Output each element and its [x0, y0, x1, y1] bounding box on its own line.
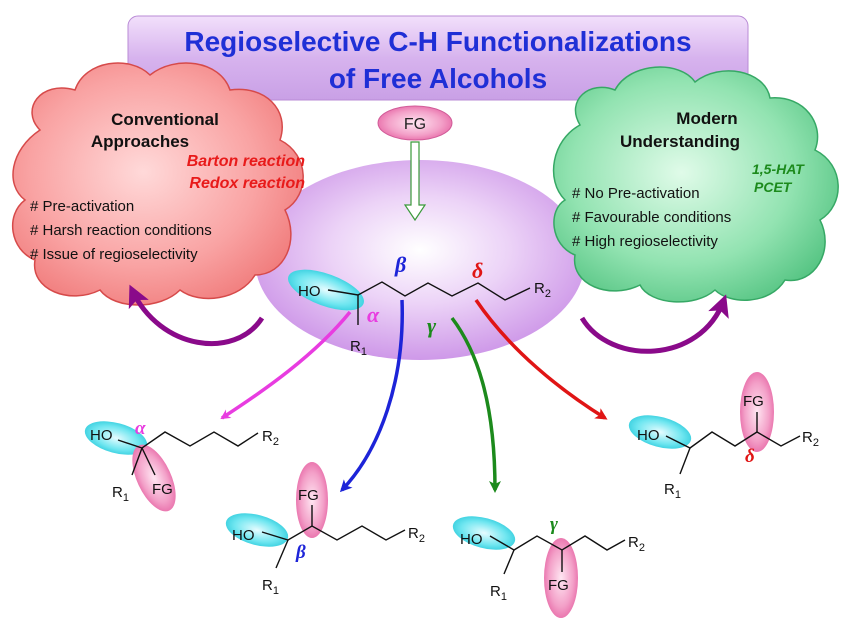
delta-arrow: [474, 299, 608, 420]
alpha-product: HO α R2 R1 FG: [84, 418, 279, 512]
gamma-product: HO γ FG R2 R1: [452, 514, 645, 618]
substrate-r2: R: [534, 280, 545, 297]
delta-greek: δ: [745, 446, 755, 467]
substrate-delta-label: δ: [472, 258, 483, 283]
gamma-r1: R: [490, 583, 501, 600]
alpha-r1: R: [112, 484, 123, 501]
beta-greek: β: [295, 542, 306, 563]
modern-point-1: # No Pre-activation: [572, 185, 700, 202]
svg-text:R1: R1: [490, 583, 507, 603]
hollow-down-arrow: [403, 141, 427, 222]
modern-point-3: # High regioselectivity: [572, 233, 718, 250]
substrate-r1-sub: 1: [361, 346, 367, 358]
substrate-alpha-label: α: [367, 302, 380, 327]
beta-oh-highlight: [225, 513, 289, 547]
barton-reaction-label: Barton reaction: [187, 153, 305, 170]
delta-r1: R: [664, 481, 675, 498]
alpha-r1-sub: 1: [123, 492, 129, 504]
beta-fg-highlight: [296, 462, 328, 538]
conventional-cloud: Conventional Approaches Barton reaction …: [11, 62, 305, 306]
svg-text:R2: R2: [534, 280, 551, 300]
alpha-oh-highlight: [84, 421, 148, 455]
gamma-greek: γ: [550, 514, 558, 535]
redox-reaction-label: Redox reaction: [189, 175, 305, 192]
alpha-arrow: [220, 310, 352, 420]
modern-point-2: # Favourable conditions: [572, 209, 731, 226]
delta-fg: FG: [743, 393, 764, 410]
fg-reagent-label: FG: [404, 116, 426, 133]
alpha-r2: R: [262, 428, 273, 445]
conventional-heading-2: Approaches: [91, 132, 189, 151]
substrate-r1: R: [350, 338, 361, 355]
gamma-ho: HO: [460, 531, 483, 548]
gamma-arrow: [450, 316, 501, 493]
delta-r2-sub: 2: [813, 437, 819, 449]
alpha-fg-highlight: [132, 444, 176, 512]
conventional-point-1: # Pre-activation: [30, 198, 134, 215]
substrate-r2-sub: 2: [545, 288, 551, 300]
modern-cloud: Modern Understanding 1,5-HAT PCET # No P…: [552, 66, 839, 303]
alpha-fg: FG: [152, 481, 173, 498]
alpha-ho: HO: [90, 427, 113, 444]
alpha-r2-sub: 2: [273, 436, 279, 448]
conventional-point-2: # Harsh reaction conditions: [30, 222, 212, 239]
beta-product: HO FG β R2 R1: [225, 462, 425, 597]
delta-product: HO FG δ R2 R1: [628, 372, 819, 501]
alpha-greek: α: [135, 418, 146, 439]
curved-arrow-right: [579, 294, 729, 354]
delta-oh-highlight: [628, 415, 692, 449]
delta-r1-sub: 1: [675, 489, 681, 501]
gamma-r2-sub: 2: [639, 542, 645, 554]
substrate-molecule: HO R1 R2 α β γ δ: [288, 252, 551, 358]
beta-fg: FG: [298, 487, 319, 504]
conventional-point-3: # Issue of regioselectivity: [30, 246, 198, 263]
gamma-fg: FG: [548, 577, 569, 594]
title-line1: Regioselective C-H Functionalizations: [184, 26, 691, 57]
svg-text:R2: R2: [408, 525, 425, 545]
central-sphere: [255, 160, 585, 360]
delta-r2: R: [802, 429, 813, 446]
title-line2: of Free Alcohols: [329, 63, 547, 94]
conventional-heading-1: Conventional: [111, 110, 219, 129]
delta-ho: HO: [637, 427, 660, 444]
pcet-label: PCET: [754, 179, 793, 195]
beta-ho: HO: [232, 527, 255, 544]
beta-arrow: [339, 299, 404, 493]
substrate-ho: HO: [298, 283, 321, 300]
beta-r1-sub: 1: [273, 585, 279, 597]
title-banner: Regioselective C-H Functionalizations of…: [127, 15, 749, 101]
svg-text:R1: R1: [350, 338, 367, 358]
gamma-r2: R: [628, 534, 639, 551]
substrate-gamma-label: γ: [427, 313, 437, 338]
curved-arrow-left: [128, 284, 265, 347]
substrate-oh-highlight: [288, 269, 364, 311]
svg-text:R1: R1: [262, 577, 279, 597]
gamma-r1-sub: 1: [501, 591, 507, 603]
modern-heading-1: Modern: [676, 109, 737, 128]
modern-heading-2: Understanding: [620, 132, 740, 151]
beta-r2: R: [408, 525, 419, 542]
gamma-fg-highlight: [544, 538, 578, 618]
svg-text:R1: R1: [664, 481, 681, 501]
hat-label: 1,5-HAT: [752, 161, 805, 177]
beta-r2-sub: 2: [419, 533, 425, 545]
fg-reagent: FG: [377, 105, 453, 141]
svg-text:R2: R2: [802, 429, 819, 449]
substrate-beta-label: β: [394, 252, 407, 277]
svg-text:R1: R1: [112, 484, 129, 504]
svg-text:R2: R2: [262, 428, 279, 448]
beta-r1: R: [262, 577, 273, 594]
svg-text:R2: R2: [628, 534, 645, 554]
